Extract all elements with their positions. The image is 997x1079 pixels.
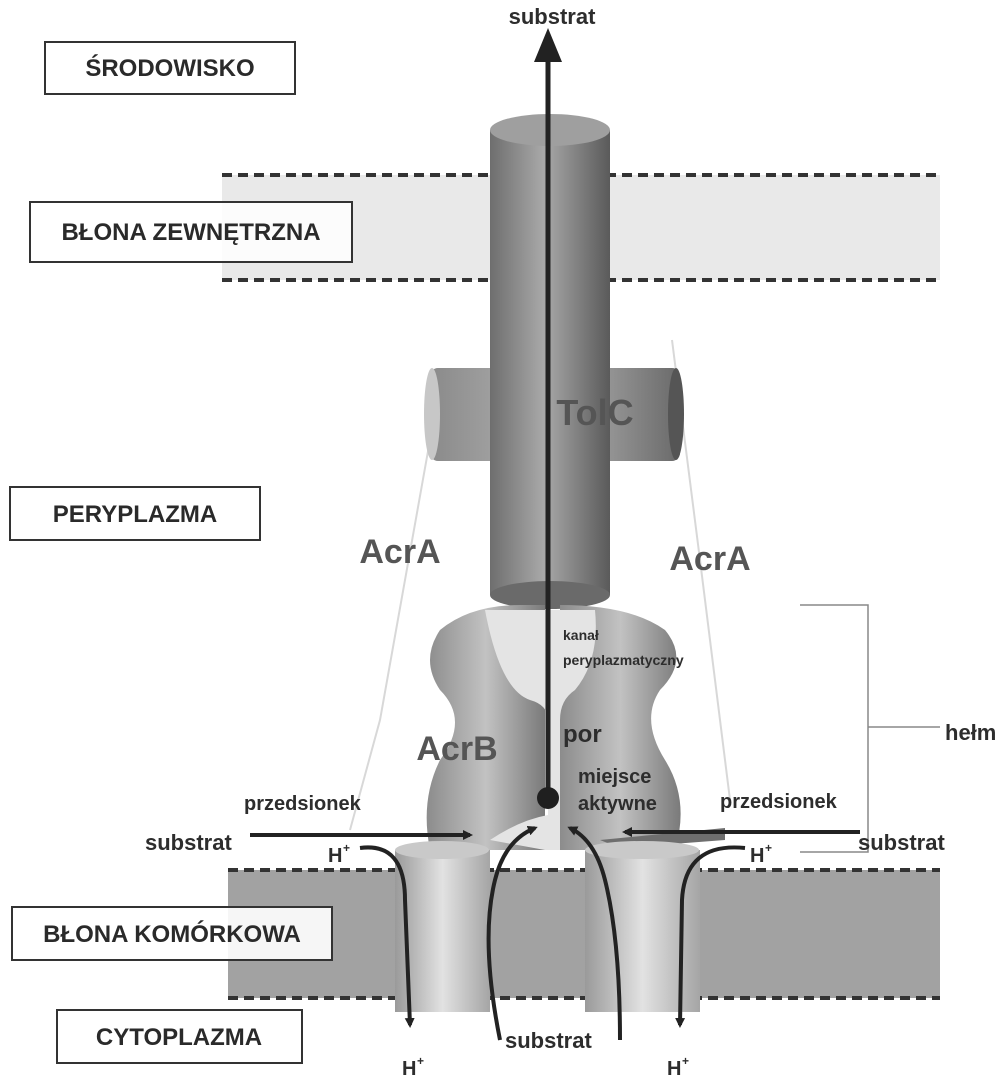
proton-bottom-right-label: H + (667, 1054, 689, 1079)
substrate-left-label: substrat (145, 830, 232, 855)
svg-text:+: + (682, 1054, 689, 1068)
helm-bracket (800, 605, 940, 852)
outer-membrane-label: BŁONA ZEWNĘTRZNA (61, 219, 320, 246)
acra-right-label: AcrA (669, 540, 750, 578)
cell-membrane-label: BŁONA KOMÓRKOWA (43, 920, 301, 948)
region-label-cytoplasm: CYTOPLAZMA (57, 1010, 302, 1063)
proton-top-right-label: H + (750, 841, 772, 867)
substrate-top-label: substrat (509, 4, 596, 29)
region-label-environment: ŚRODOWISKO (45, 42, 295, 94)
svg-text:+: + (417, 1054, 424, 1068)
substrate-export-arrowhead (534, 28, 562, 62)
active-site-label-line1: miejsce (578, 766, 651, 788)
periplasm-label: PERYPLAZMA (53, 501, 217, 528)
periplasmic-channel-label-line2: peryplazmatyczny (563, 652, 684, 668)
vestibule-left-label: przedsionek (244, 793, 362, 815)
svg-text:+: + (765, 841, 772, 855)
active-site-label-line2: aktywne (578, 793, 657, 815)
acra-left-label: AcrA (359, 533, 440, 571)
tolc-label: TolC (556, 392, 633, 433)
pore-label: por (563, 721, 602, 748)
proton-top-left-label: H + (328, 841, 350, 867)
svg-text:H: H (402, 1058, 416, 1079)
svg-text:H: H (667, 1058, 681, 1079)
substrate-bottom-label: substrat (505, 1028, 592, 1053)
svg-text:+: + (343, 841, 350, 855)
active-site-dot (537, 787, 559, 809)
vestibule-right-label: przedsionek (720, 791, 838, 813)
svg-text:H: H (750, 845, 764, 867)
cytoplasm-label: CYTOPLAZMA (96, 1024, 262, 1051)
acrb-label: AcrB (416, 730, 497, 768)
environment-label: ŚRODOWISKO (85, 54, 254, 82)
cell-membrane (228, 870, 940, 998)
substrate-right-label: substrat (858, 830, 945, 855)
svg-text:H: H (328, 845, 342, 867)
region-label-periplasm: PERYPLAZMA (10, 487, 260, 540)
proton-bottom-left-label: H + (402, 1054, 424, 1079)
region-label-outer-membrane: BŁONA ZEWNĘTRZNA (30, 202, 352, 262)
periplasmic-channel-label-line1: kanał (563, 627, 599, 643)
region-label-cell-membrane: BŁONA KOMÓRKOWA (12, 907, 332, 960)
helm-label: hełm (945, 720, 996, 745)
